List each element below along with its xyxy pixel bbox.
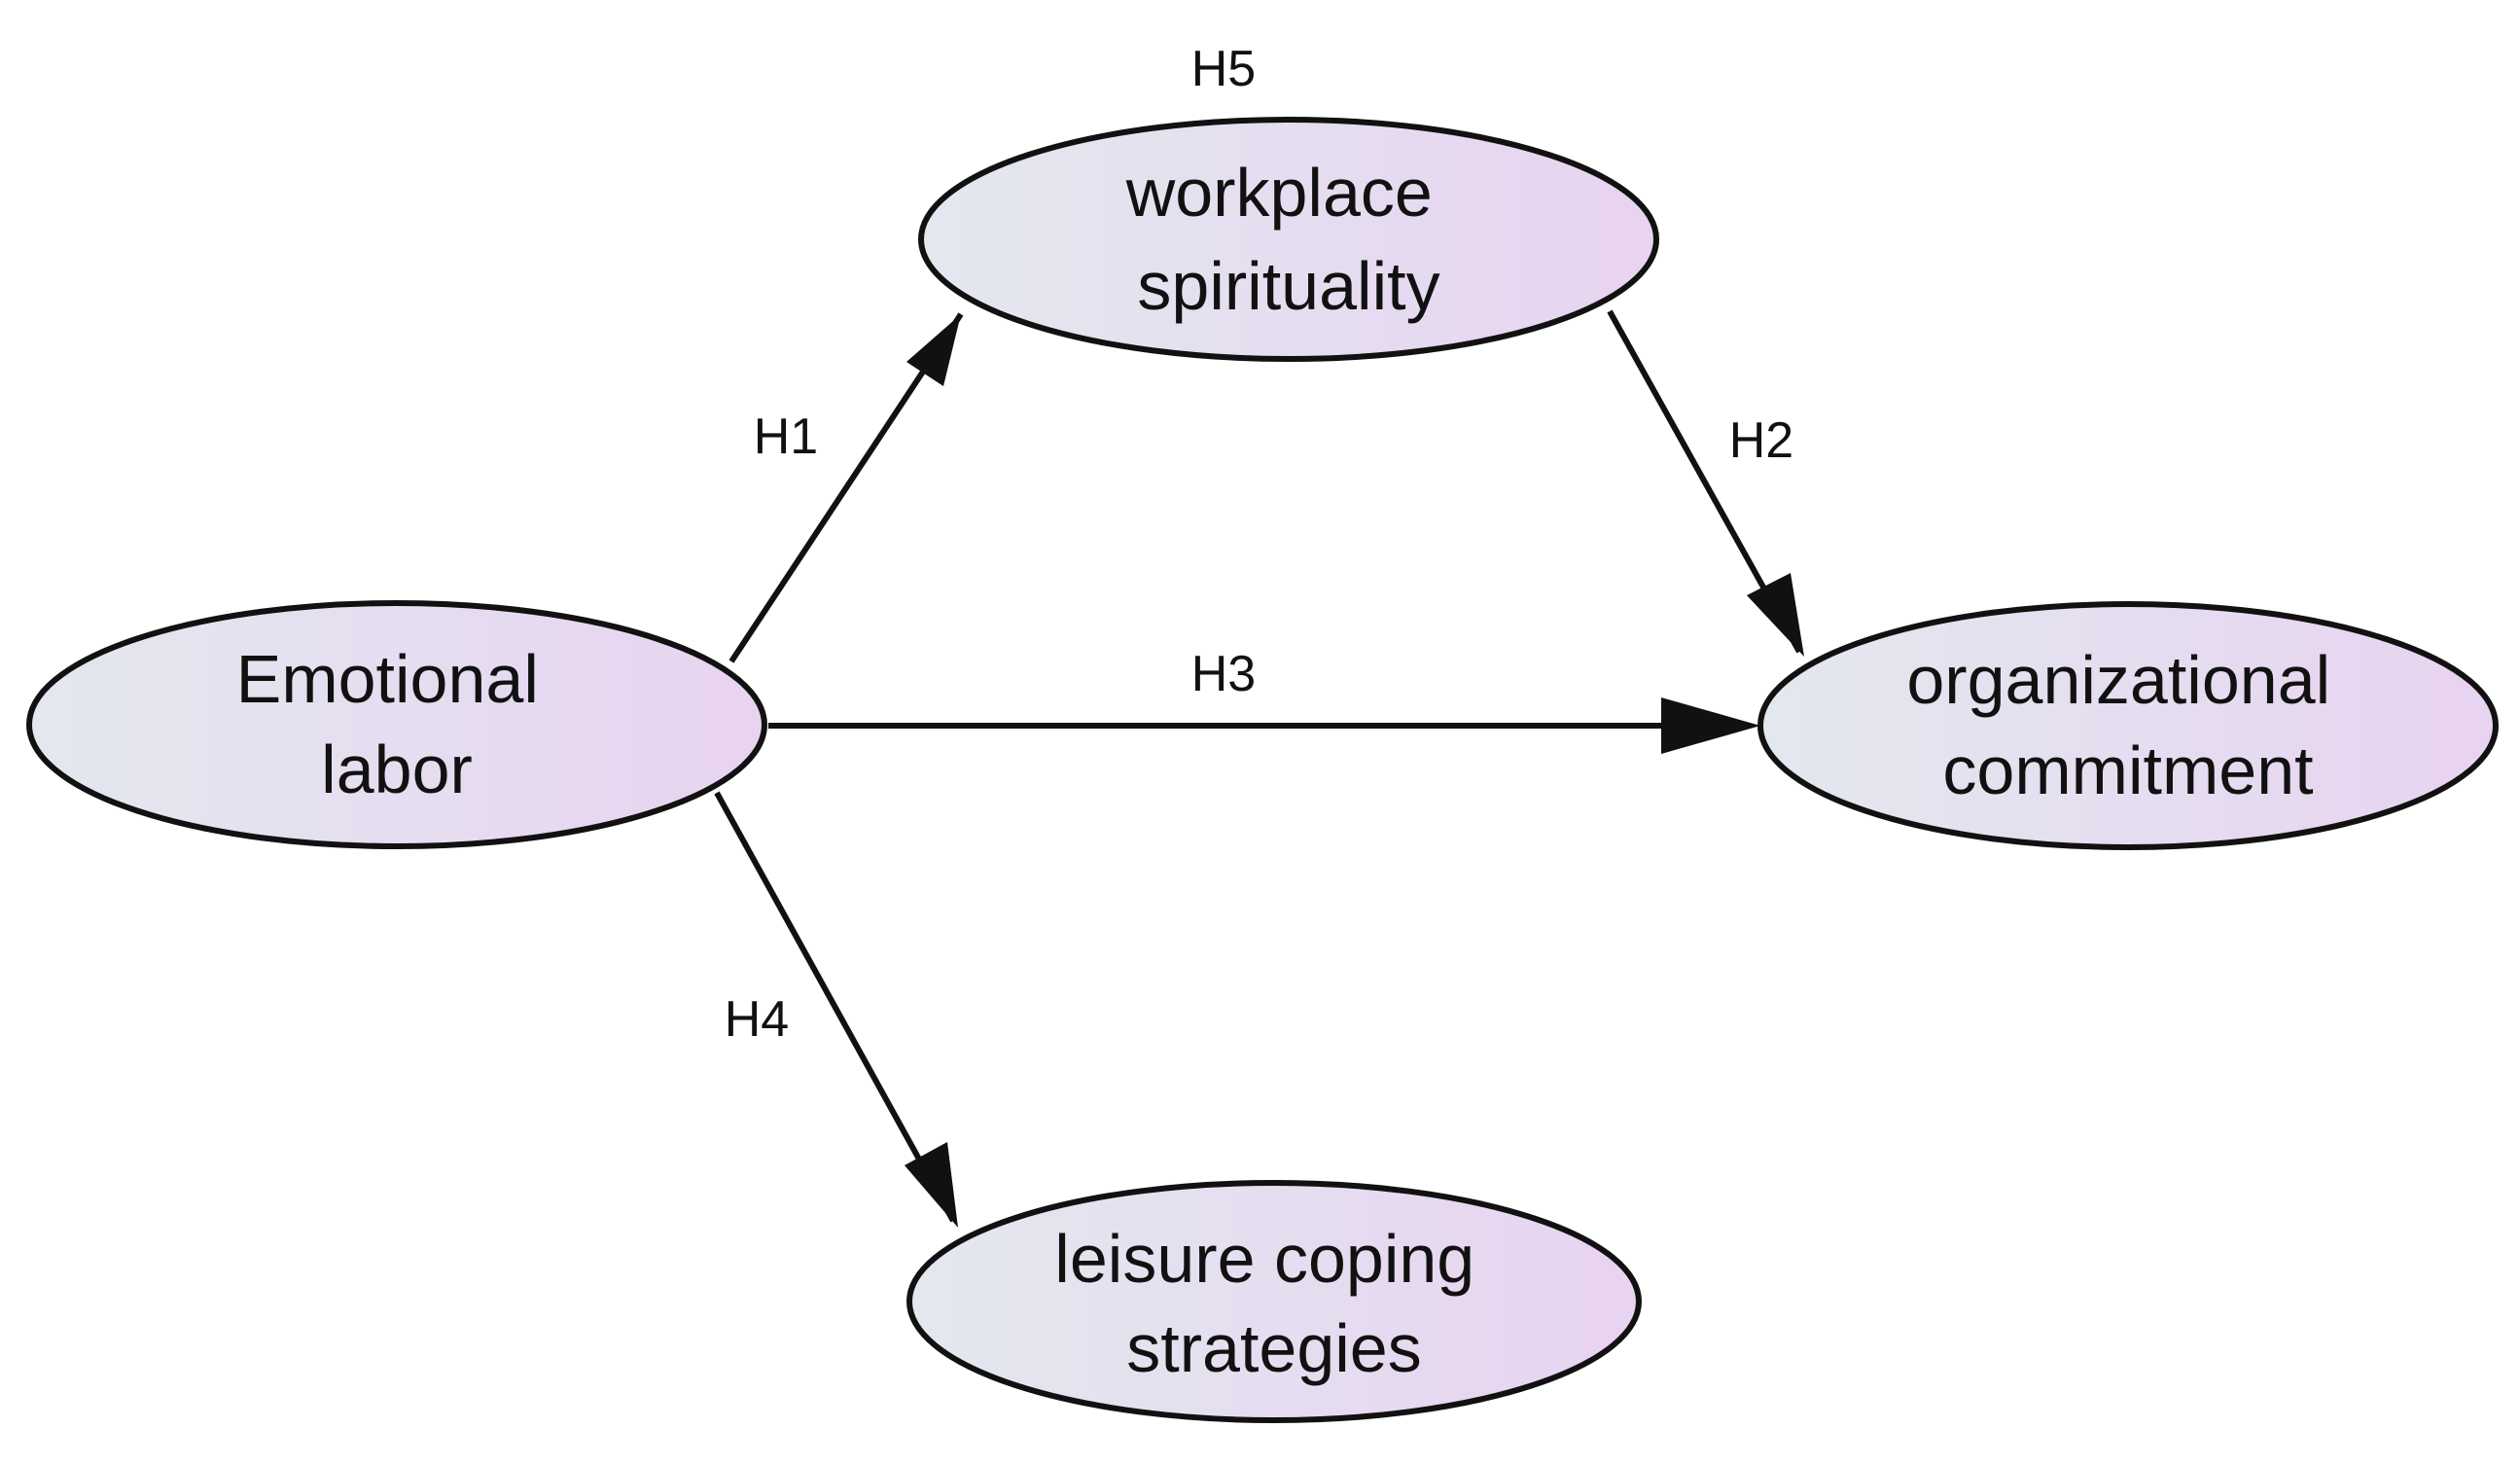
- annotation-h5-label: H5: [1191, 41, 1256, 97]
- node-leisure-coping-strategies: leisure coping strategies: [906, 1180, 1642, 1423]
- node-organizational-commitment: organizational commitment: [1757, 601, 2499, 850]
- node-leisure-coping-strategies-label: leisure coping strategies: [1054, 1221, 1493, 1386]
- edge-h3-label: H3: [1191, 646, 1256, 702]
- node-workplace-spirituality-label: workplace spirituality: [1125, 155, 1452, 324]
- node-leisure-coping-strategies-line-1: leisure coping: [1054, 1221, 1474, 1297]
- edge-h4-arrow: [714, 791, 956, 1223]
- node-leisure-coping-strategies-line-2: strategies: [1126, 1310, 1421, 1386]
- node-emotional-labor: Emotional labor: [26, 600, 767, 849]
- edge-h4-label: H4: [725, 991, 789, 1048]
- edge-h1-label: H1: [754, 409, 818, 465]
- node-workplace-spirituality-line-1: workplace: [1125, 155, 1433, 231]
- edge-h2-label: H2: [1729, 412, 1793, 469]
- node-workplace-spirituality-shape: [918, 117, 1659, 362]
- node-organizational-commitment-label: organizational commitment: [1906, 642, 2349, 808]
- edge-h3-arrowhead: [1661, 697, 1760, 754]
- edge-h2-arrowhead: [1747, 573, 1804, 657]
- edges: [714, 309, 1804, 1228]
- node-emotional-labor-label: Emotional labor: [236, 641, 558, 807]
- node-emotional-labor-line-1: Emotional: [236, 641, 539, 717]
- node-organizational-commitment-line-1: organizational: [1906, 642, 2330, 718]
- node-emotional-labor-line-2: labor: [321, 732, 473, 807]
- edge-h4-arrowhead: [905, 1142, 958, 1228]
- node-organizational-commitment-shape: [1757, 601, 2499, 850]
- node-workplace-spirituality: workplace spirituality: [918, 117, 1659, 362]
- edge-labels: H1 H2 H3 H4 H5: [725, 41, 1793, 1048]
- node-organizational-commitment-line-2: commitment: [1942, 732, 2313, 808]
- node-workplace-spirituality-line-2: spirituality: [1137, 248, 1439, 324]
- edge-h1-arrowhead: [906, 314, 961, 386]
- node-emotional-labor-shape: [26, 600, 767, 849]
- nodes: Emotional labor workplace spirituality o…: [26, 117, 2499, 1423]
- node-leisure-coping-strategies-shape: [906, 1180, 1642, 1423]
